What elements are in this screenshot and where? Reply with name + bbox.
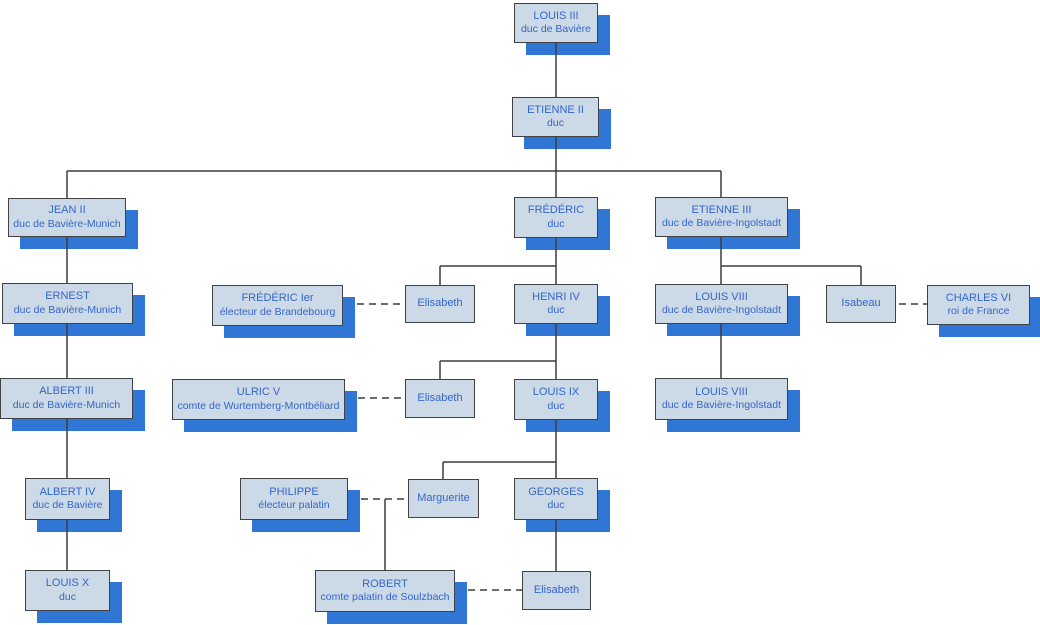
node-subtitle: duc de Bavière-Munich <box>13 303 122 316</box>
node-etienne-ii: ETIENNE II duc <box>512 97 599 137</box>
node-title: ALBERT III <box>39 385 94 398</box>
node-title: Elisabeth <box>533 583 580 596</box>
node-subtitle: électeur palatin <box>258 499 330 512</box>
node-subtitle: duc de Bavière-Ingolstadt <box>661 217 782 230</box>
node-subtitle: duc <box>547 217 565 230</box>
node-title: LOUIS III <box>533 9 579 22</box>
node-robert: ROBERT comte palatin de Soulzbach <box>315 570 455 612</box>
node-title: HENRI IV <box>532 290 580 303</box>
node-title: LOUIS VIII <box>695 290 748 303</box>
node-subtitle: comte de Wurtemberg-Montbéliard <box>177 399 340 412</box>
node-philippe: PHILIPPE électeur palatin <box>240 478 348 520</box>
node-louis-viii-b: LOUIS VIII duc de Bavière-Ingolstadt <box>655 378 788 420</box>
node-title: JEAN II <box>48 204 86 217</box>
node-subtitle: comte palatin de Soulzbach <box>320 591 450 604</box>
node-title: Isabeau <box>841 297 881 310</box>
node-subtitle: duc de Bavière-Ingolstadt <box>661 399 782 412</box>
node-title: ROBERT <box>362 577 408 590</box>
node-title: ETIENNE II <box>527 103 584 116</box>
node-isabeau: Isabeau <box>826 285 896 323</box>
node-marguerite: Marguerite <box>408 479 479 518</box>
node-subtitle: duc de Bavière <box>32 499 103 512</box>
node-subtitle: duc de Bavière <box>520 23 592 36</box>
node-elisabeth-2: Elisabeth <box>405 379 475 418</box>
node-frederic-ier: FRÉDÉRIC Ier électeur de Brandebourg <box>212 285 343 326</box>
node-ulric-v: ULRIC V comte de Wurtemberg-Montbéliard <box>172 379 345 420</box>
node-subtitle: duc <box>547 399 565 412</box>
node-ernest: ERNEST duc de Bavière-Munich <box>2 283 133 324</box>
node-frederic: FRÉDÉRIC duc <box>514 197 598 238</box>
node-georges: GEORGES duc <box>514 478 598 520</box>
node-subtitle: duc <box>547 304 565 317</box>
node-albert-iv: ALBERT IV duc de Bavière <box>25 478 110 520</box>
node-title: Elisabeth <box>417 391 463 404</box>
node-subtitle: roi de France <box>947 305 1010 318</box>
node-title: CHARLES VI <box>945 291 1012 304</box>
node-etienne-iii: ETIENNE III duc de Bavière-Ingolstadt <box>655 197 788 237</box>
node-title: FRÉDÉRIC <box>527 204 585 217</box>
node-title: LOUIS VIII <box>695 385 748 398</box>
node-title: ULRIC V <box>236 386 281 399</box>
node-louis-ix: LOUIS IX duc <box>514 379 598 420</box>
node-title: Marguerite <box>417 491 470 504</box>
node-subtitle: duc de Bavière-Munich <box>12 398 121 411</box>
node-louis-viii-a: LOUIS VIII duc de Bavière-Ingolstadt <box>655 284 788 324</box>
node-title: LOUIS X <box>45 577 90 590</box>
node-title: ETIENNE III <box>691 203 752 216</box>
node-title: LOUIS IX <box>532 386 580 399</box>
node-title: ALBERT IV <box>39 485 96 498</box>
node-elisabeth-1: Elisabeth <box>405 285 475 323</box>
node-jean-ii: JEAN II duc de Bavière-Munich <box>8 198 126 237</box>
node-subtitle: duc <box>547 499 565 512</box>
node-louis-iii: LOUIS III duc de Bavière <box>514 3 598 43</box>
node-title: PHILIPPE <box>269 485 319 498</box>
node-subtitle: duc <box>547 117 564 130</box>
node-title: GEORGES <box>528 485 584 498</box>
node-title: FRÉDÉRIC Ier <box>241 292 314 305</box>
node-subtitle: duc de Bavière-Ingolstadt <box>661 304 782 317</box>
node-elisabeth-3: Elisabeth <box>522 571 591 610</box>
node-title: Elisabeth <box>417 297 463 310</box>
node-subtitle: duc <box>59 590 76 603</box>
node-subtitle: duc de Bavière-Munich <box>13 217 121 230</box>
node-louis-x: LOUIS X duc <box>25 570 110 611</box>
node-henri-iv: HENRI IV duc <box>514 284 598 324</box>
node-albert-iii: ALBERT III duc de Bavière-Munich <box>0 378 133 419</box>
node-subtitle: électeur de Brandebourg <box>219 305 336 318</box>
node-charles-vi: CHARLES VI roi de France <box>927 285 1030 325</box>
node-title: ERNEST <box>45 290 90 303</box>
